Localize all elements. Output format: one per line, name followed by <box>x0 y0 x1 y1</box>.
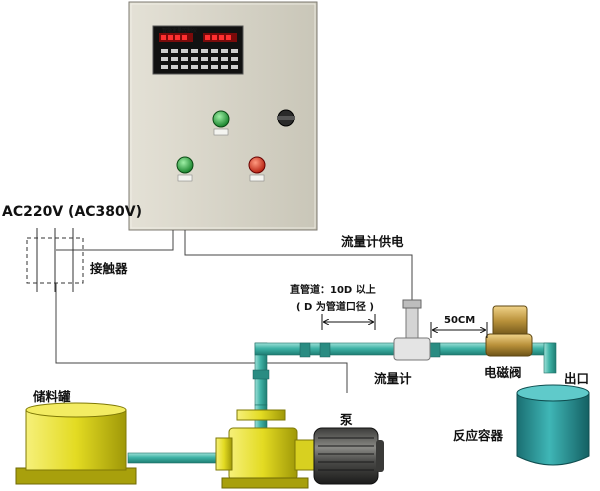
selector-switch[interactable] <box>277 109 295 127</box>
straight-pipe-note: ( D 为管道口径 ) <box>296 302 374 313</box>
outlet-label: 出口 <box>564 371 590 386</box>
flowmeter-power-label: 流量计供电 <box>341 234 404 249</box>
controller-display <box>152 25 244 75</box>
control-cabinet <box>128 1 318 231</box>
storage-tank <box>15 402 137 485</box>
solenoid-valve-label: 电磁阀 <box>484 365 522 380</box>
controller-title: 智能定量控制仪 <box>162 28 198 34</box>
power-label: AC220V (AC380V) <box>2 204 143 220</box>
flowmeter-label: 流量计 <box>374 371 412 386</box>
reaction-container <box>516 384 590 466</box>
pump-motor <box>294 427 384 485</box>
distance-arrow <box>430 322 488 338</box>
green-indicator-light-top <box>212 110 230 136</box>
reactor-label: 反应容器 <box>453 428 504 443</box>
solenoid-valve <box>485 305 533 357</box>
storage-tank-label: 储料罐 <box>33 389 71 404</box>
pump-label: 泵 <box>340 412 353 427</box>
contactor <box>26 228 84 292</box>
distance-label: 50CM <box>444 315 476 326</box>
green-start-button[interactable] <box>176 156 194 182</box>
contactor-label: 接触器 <box>90 261 128 276</box>
wiring <box>55 230 413 393</box>
pump <box>215 409 309 489</box>
straight-pipe-label: 直管道：10D 以上 <box>290 285 376 296</box>
red-stop-button[interactable] <box>248 156 266 182</box>
flowmeter <box>393 299 431 361</box>
straight-pipe-arrow <box>321 314 376 330</box>
